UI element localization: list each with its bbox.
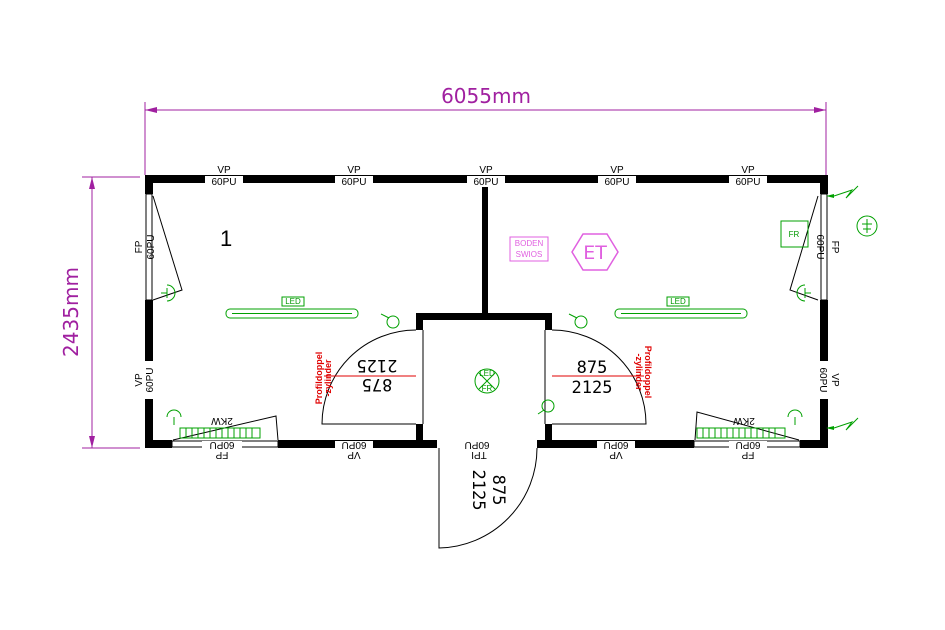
door-left-height: 875	[362, 374, 393, 394]
cylinder-label: Profildoppel	[643, 346, 653, 399]
door-swings	[321, 329, 647, 549]
pu-label: 60PU	[146, 234, 157, 259]
heater-right: 2KW	[696, 415, 786, 439]
pu-label: 60PU	[603, 439, 628, 450]
entrance-width: 875	[488, 475, 508, 506]
top-pu-bands: 60PU 60PU 60PU 60PU 60PU	[205, 176, 767, 188]
door-dimensions: 2125 875 875 2125 875 2125	[357, 355, 613, 510]
floor-box-label: BODEN	[515, 239, 544, 248]
fr-label: FR	[482, 384, 493, 393]
pu-label: 60PU	[341, 439, 366, 450]
window-sashes	[152, 195, 819, 441]
vp-label: VP	[347, 449, 361, 460]
fp-label: FP	[829, 241, 840, 254]
fp-label: FP	[134, 240, 145, 253]
walls	[145, 175, 828, 448]
cylinder-label: -zylinder	[323, 359, 333, 397]
tpi-label: TPI	[471, 449, 487, 460]
led-light-right: LED	[614, 296, 748, 319]
vp-label: VP	[479, 165, 493, 176]
door-right-height: 2125	[572, 378, 613, 398]
pu-label: 60PU	[814, 234, 825, 259]
room-number: 1	[220, 226, 232, 251]
switches	[161, 284, 811, 425]
cylinder-label: -zylinder	[634, 353, 644, 391]
pu-label: 60PU	[145, 367, 156, 392]
led-label: LED	[285, 297, 301, 306]
et-symbol: ET	[571, 233, 619, 271]
side-panel-labels: FP 60PU VP 60PU 60PU FP 60PU VP	[134, 234, 840, 399]
pu-label: 60PU	[473, 177, 498, 188]
pu-label: 60PU	[735, 177, 760, 188]
fr-box: FR	[780, 220, 809, 248]
height-dimension: 2435mm	[59, 176, 140, 449]
heater-label: 2KW	[211, 415, 233, 426]
et-label: ET	[583, 242, 607, 264]
pu-label: 60PU	[604, 177, 629, 188]
vp-label: VP	[134, 373, 145, 387]
pu-label: 60PU	[209, 439, 234, 450]
vp-label: VP	[741, 165, 755, 176]
fp-label: FP	[215, 449, 228, 460]
cylinder-label: Profildoppel	[314, 352, 324, 405]
pu-label: 60PU	[817, 367, 828, 392]
led-light-left: LED	[225, 296, 359, 319]
heater-label: 2KW	[733, 415, 755, 426]
cylinder-annotations: Profildoppel -zylinder Profildoppel -zyl…	[314, 346, 653, 405]
vp-label: VP	[217, 165, 231, 176]
fp-label: FP	[741, 449, 754, 460]
door-left-width: 2125	[357, 355, 398, 375]
entrance-height: 2125	[468, 470, 488, 511]
pu-label: 60PU	[464, 439, 489, 450]
led-label: LED	[670, 297, 686, 306]
bottom-panel-labels: 60PU 60PU 60PU 60PU 60PU FP VP TPI VP FP	[202, 439, 767, 460]
vp-label: VP	[829, 373, 840, 387]
vp-label: VP	[347, 165, 361, 176]
height-label: 2435mm	[59, 267, 83, 357]
ceiling-light-entrance: LED FR	[474, 368, 500, 394]
pu-label: 60PU	[735, 439, 760, 450]
width-dimension: 6055mm	[144, 84, 827, 175]
fr-label: FR	[789, 230, 800, 239]
vp-label: VP	[609, 449, 623, 460]
floor-box: BODEN SWIOS	[509, 236, 549, 262]
vp-label: VP	[610, 165, 624, 176]
led-label: LED	[479, 369, 495, 378]
door-right-width: 875	[577, 358, 608, 378]
outdoor-symbols	[826, 185, 878, 431]
floor-box-label: SWIOS	[516, 250, 543, 259]
width-label: 6055mm	[441, 84, 531, 108]
heater-left: 2KW	[179, 415, 261, 439]
pu-label: 60PU	[211, 177, 236, 188]
pu-label: 60PU	[341, 177, 366, 188]
